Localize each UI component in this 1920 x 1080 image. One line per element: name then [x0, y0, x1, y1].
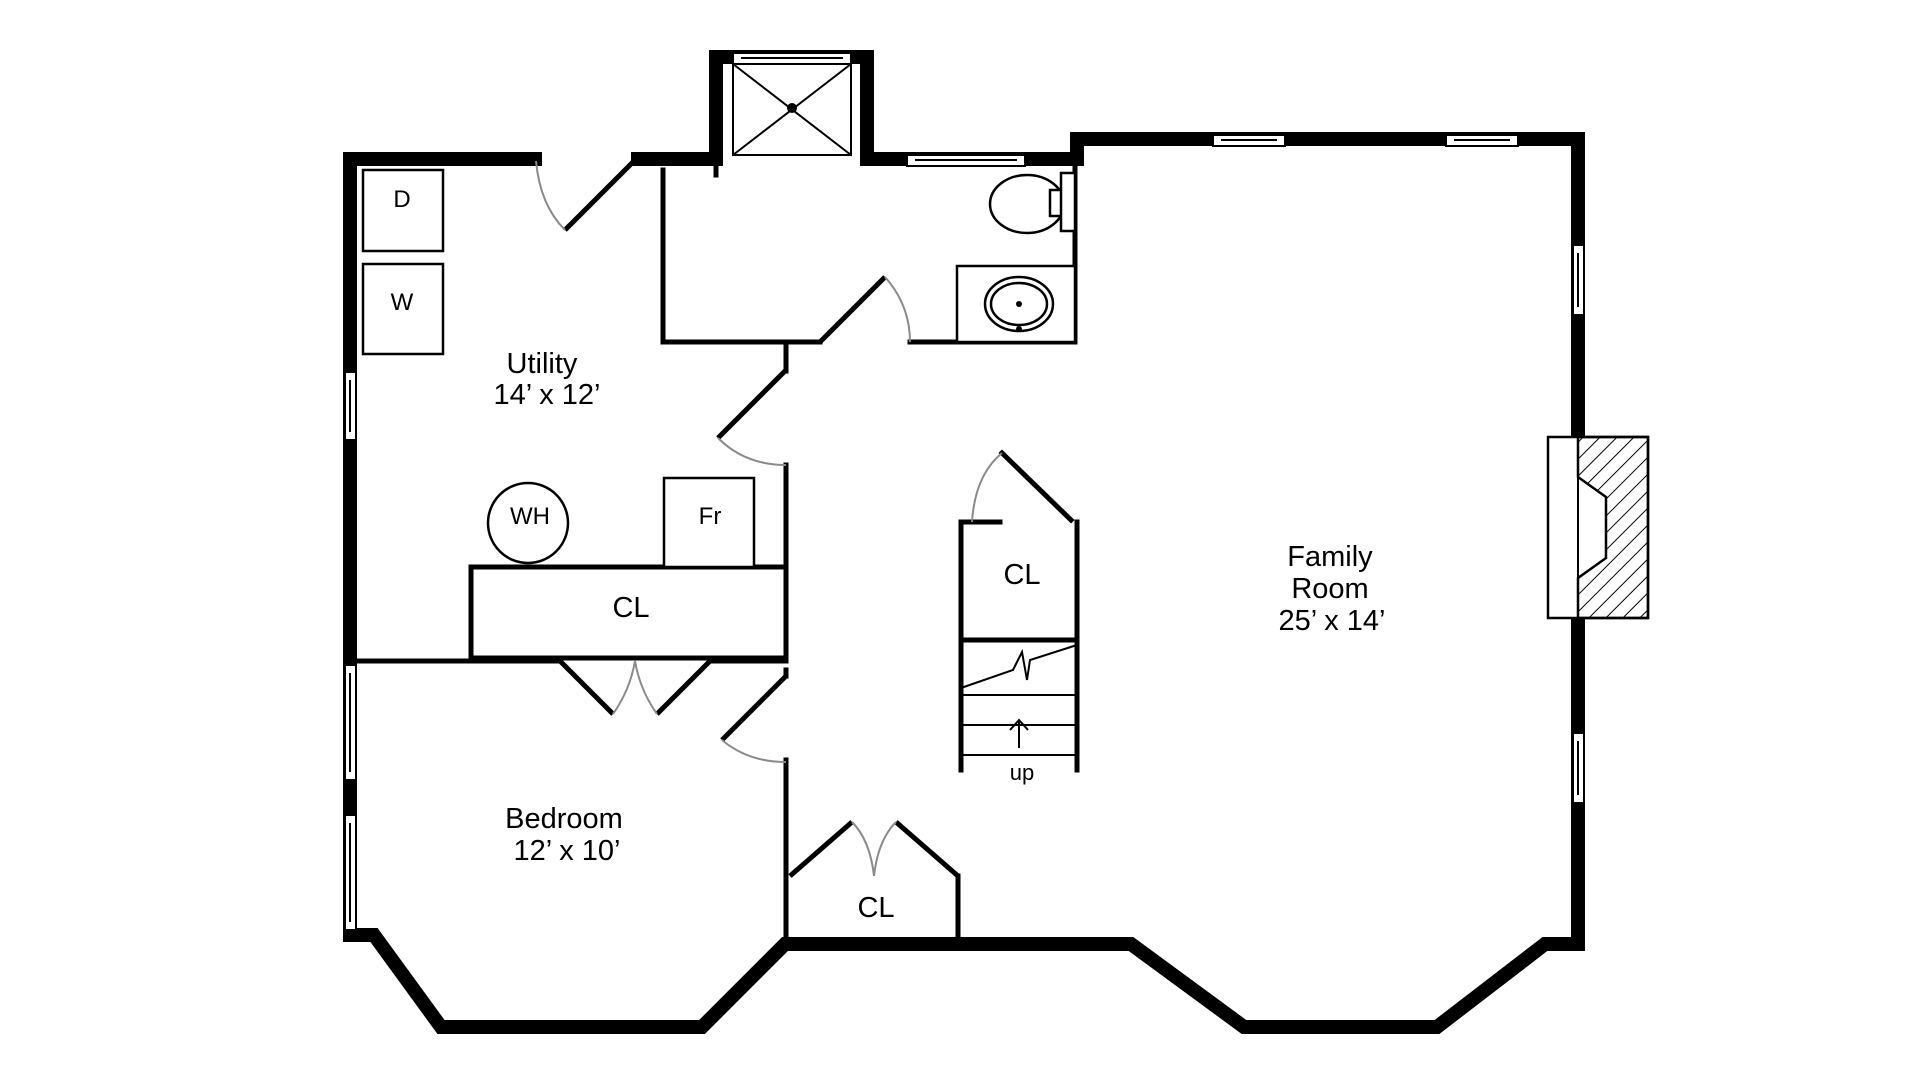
vent-icon — [732, 63, 852, 156]
room-name-utility: Utility — [507, 348, 578, 380]
room-name-family-1: Family — [1287, 541, 1373, 573]
sink-icon — [955, 264, 1077, 344]
label-water-heater: WH — [510, 503, 550, 530]
water-heater — [486, 481, 570, 565]
washer — [361, 262, 445, 356]
fixtures — [361, 63, 1650, 756]
toilet-icon — [988, 171, 1077, 235]
label-fridge: Fr — [699, 503, 722, 530]
exterior-walls — [343, 50, 1585, 1034]
room-dims-utility: 14’ x 12’ — [494, 379, 601, 411]
fireplace-icon — [1546, 435, 1650, 620]
label-closet-stair: CL — [1003, 559, 1040, 591]
room-name-family-2: Room — [1291, 573, 1368, 605]
stairs — [958, 637, 1080, 756]
label-closet-hall: CL — [857, 892, 894, 924]
room-name-bedroom: Bedroom — [505, 803, 623, 835]
room-dims-family: 25’ x 14’ — [1279, 605, 1386, 637]
label-stairs-up: up — [1010, 760, 1034, 785]
label-dryer: D — [393, 186, 410, 213]
doors — [535, 159, 1003, 878]
room-dims-bedroom: 12’ x 10’ — [514, 835, 621, 867]
label-washer: W — [391, 289, 414, 316]
dryer — [361, 168, 445, 253]
fridge — [662, 476, 756, 569]
label-closet-utility: CL — [612, 592, 649, 624]
labels: Utility 14’ x 12’ Family Room 25’ x 14’ … — [391, 186, 1386, 924]
